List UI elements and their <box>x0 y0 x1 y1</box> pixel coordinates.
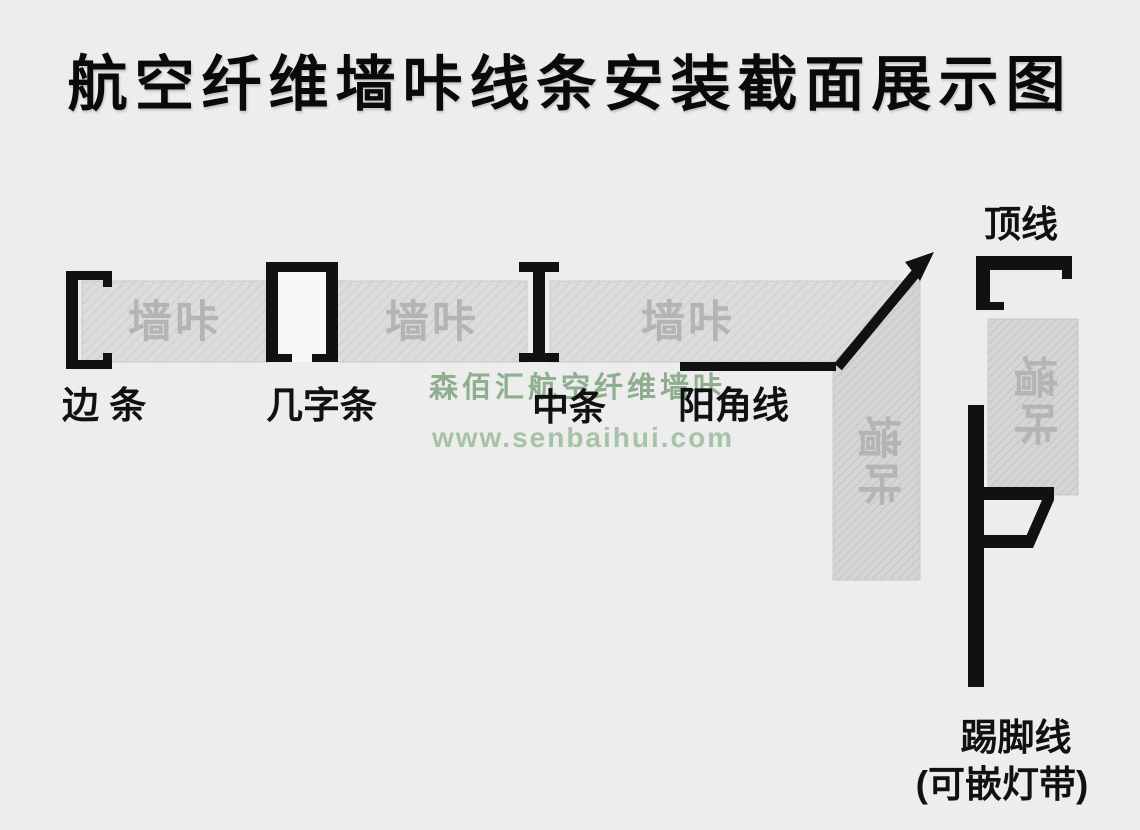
label-middle-strip: 中条 <box>532 387 606 428</box>
label-outer-corner: 阳角线 <box>678 385 789 426</box>
corner-line-profile <box>680 252 934 371</box>
wall-panel-1 <box>81 280 269 363</box>
corner-arrow-icon <box>905 252 934 281</box>
page-title: 航空纤维墙咔线条安装截面展示图 <box>67 51 1073 118</box>
label-crown-line: 顶线 <box>984 204 1058 245</box>
watermark-brand: 森佰汇航空纤维墙咔 <box>429 370 726 404</box>
skirting-line-profile <box>968 405 1054 687</box>
edge-strip-profile <box>66 271 112 369</box>
panel-label: 墙咔 <box>128 298 222 347</box>
crown-line-profile <box>976 256 1072 310</box>
wall-line <box>968 405 984 687</box>
watermark-url: www.senbaihui.com <box>431 422 734 453</box>
wall-panel-2 <box>336 280 528 363</box>
panel-label: 墙咔 <box>385 298 479 347</box>
label-skirting-note: (可嵌灯带) <box>916 764 1089 805</box>
panel-label: 墙咔 <box>641 298 735 347</box>
h-strip-profile <box>266 262 338 362</box>
panel-label: 墙咔 <box>854 415 903 509</box>
label-h-strip: 几字条 <box>266 385 377 426</box>
middle-strip-profile <box>519 262 559 362</box>
corner-arrow-shaft <box>834 269 920 371</box>
label-edge-strip: 边 条 <box>62 385 146 426</box>
label-skirting-line: 踢脚线 <box>961 717 1072 758</box>
panel-label: 墙咔 <box>1010 355 1059 449</box>
wall-panel-right <box>987 318 1079 496</box>
